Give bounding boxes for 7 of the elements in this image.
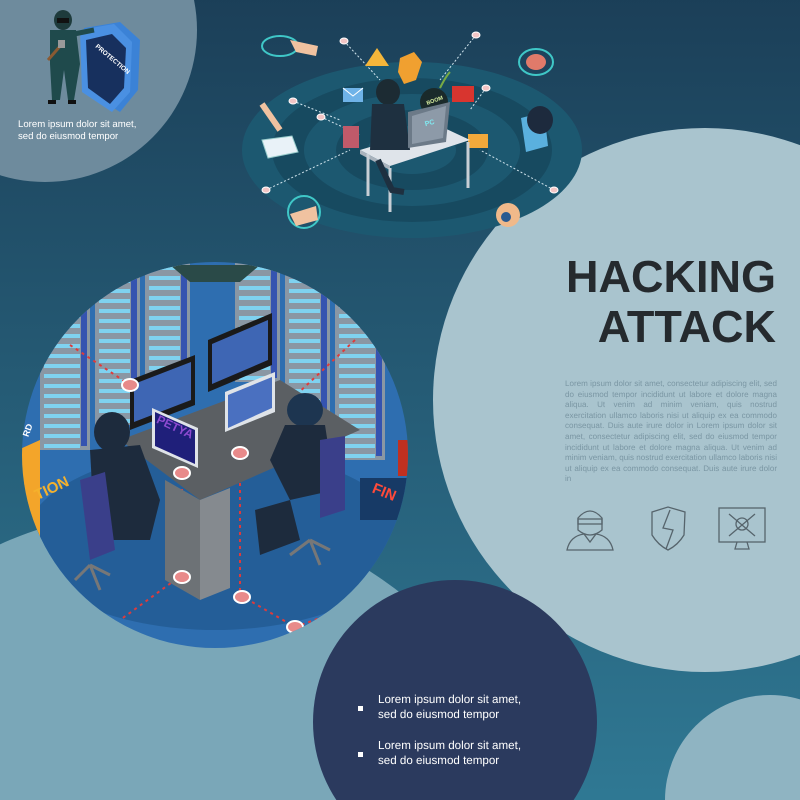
description-text: Lorem ipsum dolor sit amet, sed do eiusmod tempor: [18, 119, 138, 142]
sign-text: TION: [30, 472, 73, 506]
bullet-text: Lorem ipsum dolor sit amet, sed do eiusmod tempor: [378, 693, 522, 722]
sign-text: FIN: [368, 479, 400, 507]
sign-text: RD: [20, 421, 36, 440]
heading: HACKING ATTACK: [565, 252, 776, 353]
bullet-text: Lorem ipsum dolor sit amet, sed do eiusmod tempor: [378, 739, 522, 768]
